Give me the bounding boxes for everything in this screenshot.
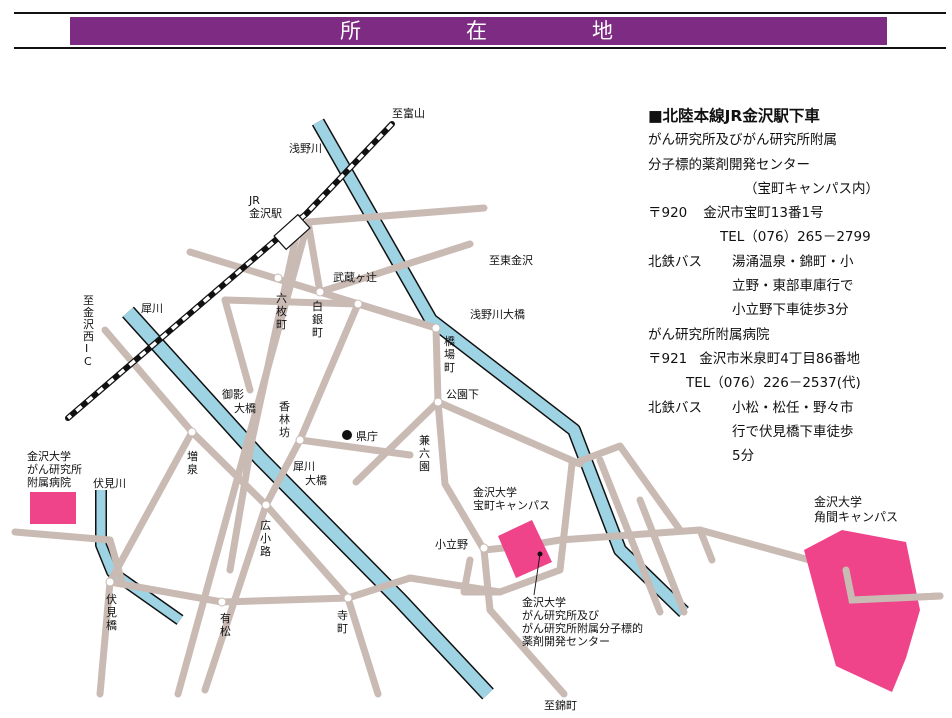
header-top-rule bbox=[14, 12, 946, 14]
title-char-2: 在 bbox=[466, 19, 487, 43]
sai-river bbox=[123, 307, 493, 699]
svg-text:御影: 御影 bbox=[222, 387, 244, 401]
svg-text:六: 六 bbox=[419, 447, 430, 460]
svg-text:沢: 沢 bbox=[83, 317, 94, 331]
label-kodatsuno: 小立野 bbox=[435, 537, 468, 551]
svg-text:場: 場 bbox=[444, 348, 455, 361]
svg-text:見: 見 bbox=[106, 606, 117, 619]
university-hospital-block bbox=[30, 492, 76, 524]
svg-text:金: 金 bbox=[83, 305, 94, 319]
label-to-kamimachi: 至錦町 bbox=[544, 698, 577, 712]
label-kencho: 県庁 bbox=[356, 429, 378, 443]
label-koenshita: 公園下 bbox=[446, 388, 479, 401]
label-jr-2: 金沢駅 bbox=[249, 206, 282, 220]
svg-text:松: 松 bbox=[220, 624, 231, 638]
svg-text:I: I bbox=[85, 342, 88, 355]
svg-text:大橋: 大橋 bbox=[305, 473, 327, 487]
label-asano-river: 浅野川 bbox=[289, 142, 322, 155]
jr-kanazawa-station bbox=[273, 213, 311, 251]
svg-text:増: 増 bbox=[187, 450, 198, 463]
svg-text:小: 小 bbox=[260, 532, 271, 545]
rivers bbox=[95, 118, 689, 700]
svg-text:林: 林 bbox=[279, 412, 290, 426]
intersection-markers bbox=[105, 273, 489, 607]
label-sai-river: 犀川 bbox=[141, 302, 163, 315]
prefectural-office-marker bbox=[342, 430, 352, 440]
svg-text:附属病院: 附属病院 bbox=[27, 475, 71, 489]
institute-leader-line bbox=[533, 553, 541, 596]
svg-text:町: 町 bbox=[276, 318, 287, 331]
svg-text:金沢大学: 金沢大学 bbox=[522, 595, 566, 609]
svg-text:町: 町 bbox=[444, 361, 455, 374]
svg-text:伏: 伏 bbox=[106, 592, 117, 606]
svg-text:角間キャンパス: 角間キャンパス bbox=[814, 510, 898, 524]
svg-text:兼: 兼 bbox=[419, 434, 430, 447]
svg-text:C: C bbox=[84, 355, 92, 368]
info-heading: ■北陸本線JR金沢駅下車 bbox=[648, 107, 820, 125]
svg-text:金沢大学: 金沢大学 bbox=[473, 485, 517, 499]
jr-railway bbox=[65, 121, 395, 421]
takaramachi-campus-block bbox=[498, 520, 552, 578]
svg-text:宝町キャンパス: 宝町キャンパス bbox=[473, 498, 550, 512]
svg-text:町: 町 bbox=[337, 622, 348, 635]
svg-text:薬剤開発センター: 薬剤開発センター bbox=[522, 634, 610, 648]
svg-text:がん研究所附属分子標的: がん研究所附属分子標的 bbox=[522, 621, 643, 635]
svg-text:金沢大学: 金沢大学 bbox=[814, 494, 862, 509]
label-to-higashi-kanazawa: 至東金沢 bbox=[489, 253, 533, 267]
access-info: ■北陸本線JR金沢駅下車 がん研究所及びがん研究所附属 分子標的薬剤開発センター… bbox=[648, 104, 948, 468]
svg-text:寺: 寺 bbox=[337, 609, 348, 622]
svg-text:大橋: 大橋 bbox=[234, 401, 256, 415]
svg-text:至: 至 bbox=[83, 294, 94, 307]
svg-text:園: 園 bbox=[419, 460, 430, 473]
title-char-3: 地 bbox=[592, 19, 613, 43]
svg-text:銀: 銀 bbox=[312, 312, 323, 326]
header-bar bbox=[70, 17, 887, 45]
svg-text:橋: 橋 bbox=[444, 334, 455, 348]
svg-text:広: 広 bbox=[260, 519, 271, 532]
svg-text:がん研究所及び: がん研究所及び bbox=[522, 608, 599, 622]
svg-text:金沢大学: 金沢大学 bbox=[27, 449, 71, 463]
page-title: 所 在 地 bbox=[70, 17, 887, 45]
map-labels: 至富山 浅野川 JR 金沢駅 至東金沢 武蔵ヶ辻 浅野川大橋 至 金 沢 西 I… bbox=[27, 106, 898, 712]
label-jr-1: JR bbox=[248, 194, 260, 207]
svg-text:がん研究所: がん研究所 bbox=[27, 462, 82, 476]
svg-text:路: 路 bbox=[260, 545, 271, 558]
svg-text:犀川: 犀川 bbox=[293, 460, 315, 473]
label-fushimi-river: 伏見川 bbox=[93, 476, 126, 490]
label-to-toyama: 至富山 bbox=[392, 106, 425, 120]
svg-text:白: 白 bbox=[312, 299, 323, 313]
svg-text:有: 有 bbox=[220, 611, 231, 625]
svg-text:泉: 泉 bbox=[187, 462, 198, 476]
svg-text:橋: 橋 bbox=[106, 618, 117, 632]
svg-text:坊: 坊 bbox=[279, 425, 290, 439]
svg-text:西: 西 bbox=[83, 330, 94, 343]
svg-text:枚: 枚 bbox=[276, 304, 287, 318]
svg-text:六: 六 bbox=[276, 292, 287, 305]
header-bottom-rule bbox=[14, 47, 946, 49]
svg-text:町: 町 bbox=[312, 326, 323, 339]
fushimi-river bbox=[96, 490, 183, 624]
kakuma-campus-block bbox=[804, 530, 920, 692]
title-char-1: 所 bbox=[340, 19, 361, 43]
svg-text:香: 香 bbox=[279, 400, 290, 413]
label-asanogawa-ohashi: 浅野川大橋 bbox=[470, 307, 525, 321]
label-musashigatsuji: 武蔵ヶ辻 bbox=[333, 270, 377, 284]
